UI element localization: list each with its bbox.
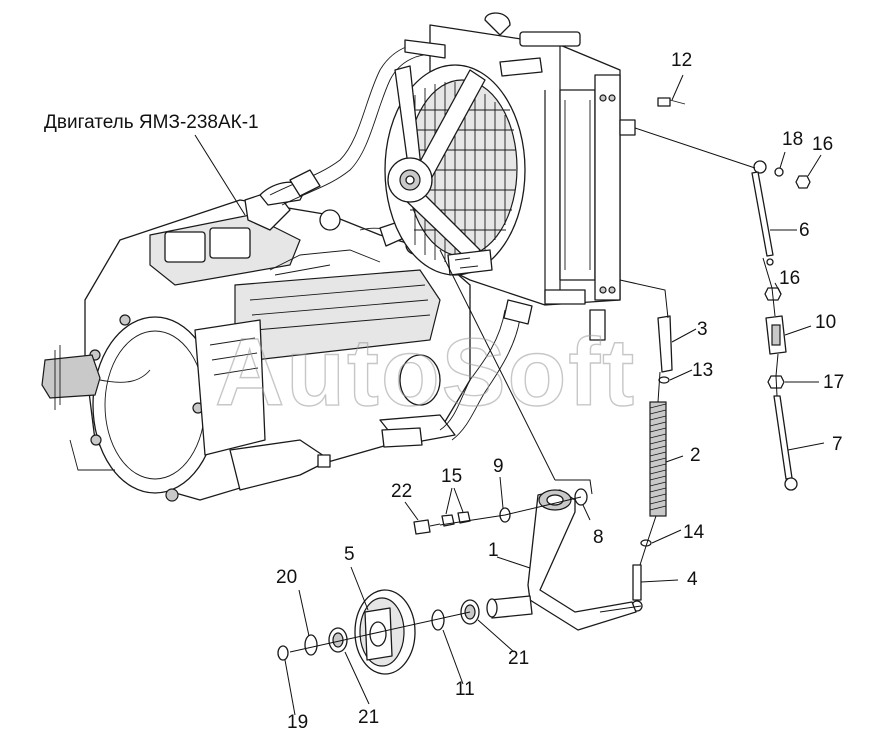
tensioner-parts	[277, 97, 811, 675]
callout-21-right: 21	[508, 648, 529, 669]
pulley-5	[354, 589, 416, 675]
callout-6: 6	[799, 220, 810, 241]
circlip-19	[277, 645, 289, 661]
callout-16-mid: 16	[779, 268, 800, 289]
ring-20	[304, 634, 318, 656]
callout-3: 3	[697, 319, 708, 340]
callout-11: 11	[455, 679, 475, 700]
callout-19: 19	[287, 712, 308, 733]
bolt-12	[657, 97, 686, 107]
spring-2	[649, 401, 667, 517]
callout-13: 13	[692, 360, 713, 381]
callout-4: 4	[687, 569, 698, 590]
engine-assembly	[41, 42, 533, 502]
bracket-3	[657, 315, 673, 373]
callout-12: 12	[671, 50, 692, 71]
callout-22: 22	[391, 481, 412, 502]
callout-10: 10	[815, 312, 836, 333]
bearing-21-right	[460, 599, 480, 625]
callout-20: 20	[276, 567, 297, 588]
rod-6	[751, 160, 774, 266]
callout-17: 17	[823, 372, 844, 393]
callout-21-left: 21	[358, 707, 379, 728]
radiator-assembly	[384, 12, 636, 341]
rod-7	[773, 395, 798, 491]
nut-16-top	[795, 175, 811, 189]
bearing-21-left	[328, 627, 348, 653]
callout-14: 14	[683, 522, 705, 543]
callout-16-top: 16	[812, 134, 833, 155]
callout-18: 18	[782, 129, 803, 150]
callout-7: 7	[832, 434, 843, 455]
washer-18	[774, 167, 784, 177]
callout-2: 2	[690, 445, 701, 466]
bolt-22	[413, 519, 441, 535]
callout-8: 8	[593, 527, 604, 548]
callout-15: 15	[441, 466, 462, 487]
callout-9: 9	[493, 456, 504, 477]
callout-1: 1	[488, 540, 499, 561]
watermark: AutoSoft	[215, 319, 636, 426]
leader-lines	[194, 74, 825, 716]
engine-label: Двигатель ЯМЗ-238АК-1	[44, 112, 259, 133]
washer-13	[658, 376, 670, 384]
callout-5: 5	[344, 544, 355, 565]
nut-15-b	[457, 511, 471, 524]
